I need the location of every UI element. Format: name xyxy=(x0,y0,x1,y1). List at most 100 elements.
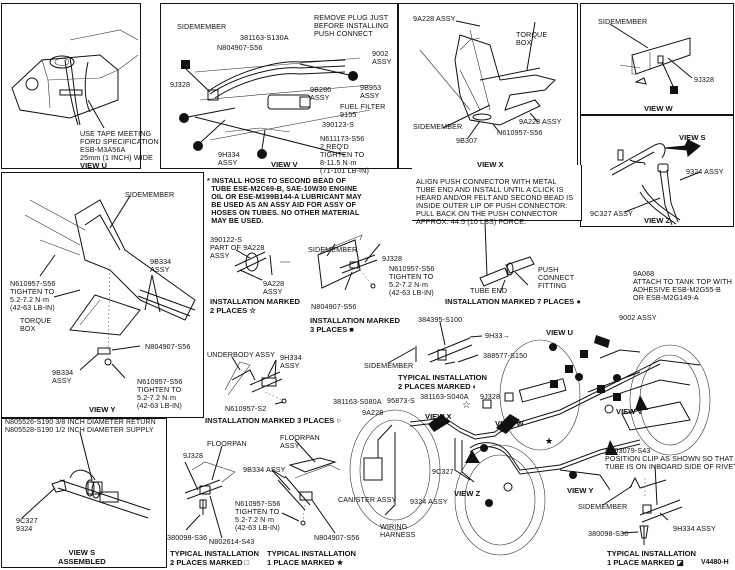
main-9a068-note: 9A068 ATTACH TO TANK TOP WITH ADHESIVE E… xyxy=(633,269,732,302)
floorpan-assy-drawing xyxy=(271,439,341,534)
clamp-384395-label: 384395-S100 xyxy=(418,315,463,324)
floorpan-clip-380098-label: 380098-S36 xyxy=(167,533,208,542)
rivet-9h334-label: 9H334 ASSY xyxy=(673,524,716,533)
main-95873-label: 95873-S xyxy=(387,396,415,405)
clamp-388577-label: 388577-S150 xyxy=(483,351,528,360)
main-9002-label: 9002 ASSY xyxy=(619,313,657,322)
view-x-title: VIEW X xyxy=(477,160,504,169)
star-9b334-label: 9B334 ASSY xyxy=(243,465,286,474)
floorpan-label: FLOORPAN xyxy=(207,439,247,448)
view-v-title: VIEW V xyxy=(271,160,298,169)
view-z-9c327-label: 9C327 ASSY xyxy=(590,209,633,218)
view-v-n611173-label: N611173-S56 2 REQ'D TIGHTEN TO 8-11.5 N·… xyxy=(320,134,369,175)
clamp-sidemember-label: SIDEMEMBER xyxy=(364,361,414,370)
push-connect-note-panel xyxy=(412,165,582,221)
view-v-9b286-label: 9B286 ASSY xyxy=(310,85,332,102)
main-9c327-label: 9C327 xyxy=(432,467,454,476)
bracket-n610957-label: N610957-S56 TIGHTEN TO 5.2-7.2 N·m (42-6… xyxy=(389,264,435,297)
view-v-remove-plug-note: REMOVE PLUG JUST BEFORE INSTALLING PUSH … xyxy=(314,13,389,38)
bracket-sidemember-label: SIDEMEMBER xyxy=(308,245,358,254)
rivet-sidemember-label: SIDEMEMBER xyxy=(578,502,628,511)
main-canister-label: CANISTER ASSY xyxy=(338,495,397,504)
view-s-part-label: 9C327 9324 xyxy=(16,516,38,533)
view-v-part-381163-label: 381163-S130A xyxy=(240,33,289,42)
floorpan-assy-label: FLOORPAN ASSY xyxy=(280,433,320,450)
diagram-id: V4480-H xyxy=(701,559,729,566)
view-y-torque-box-label: TORQUE BOX xyxy=(20,316,52,333)
view-v-fuel-filter-label: FUEL FILTER 9155 xyxy=(340,102,386,119)
installation-marked-3-places-square-caption: INSTALLATION MARKED 3 PLACES ■ xyxy=(310,316,400,334)
underbody-clip-drawing xyxy=(224,356,287,405)
main-view-v-arrow-label: VIEW V xyxy=(616,407,643,416)
main-381163-s040a-label: 381163-S040A xyxy=(420,392,469,401)
view-y-sidemember-label: SIDEMEMBER xyxy=(125,190,175,199)
svg-text:☆: ☆ xyxy=(462,400,471,411)
main-381163-s080a-label: 381163-S080A xyxy=(333,397,382,406)
view-z-title: VIEW Z xyxy=(644,216,671,225)
view-v-390123-label: 390123-S xyxy=(322,120,354,129)
main-wiring-harness-label: WIRING HARNESS xyxy=(380,522,416,539)
fuel-filter-drawing xyxy=(179,57,371,159)
view-y-n610957-bottom-label: N610957-S56 TIGHTEN TO 5.2-7.2 N·m (42-6… xyxy=(137,377,183,410)
rivet-clip-note: N803079-S43 POSITION CLIP AS SHOWN SO TH… xyxy=(605,446,735,471)
main-view-y-arrow-label: VIEW Y xyxy=(567,486,594,495)
push-connect-fitting-drawing xyxy=(479,221,535,294)
main-9324-label: 9324 ASSY xyxy=(410,497,448,506)
floorpan-clip-n802614-label: N802614-S43 xyxy=(209,537,255,546)
view-y-9b334-bottom-label: 9B334 ASSY xyxy=(52,368,74,385)
view-y-9b334-top-label: 9B334 ASSY xyxy=(150,257,172,274)
main-9a228-label: 9A228 xyxy=(362,408,384,417)
clip-9a228-label: 9A228 ASSY xyxy=(263,279,285,296)
view-y-n804907-label: N804907-S56 xyxy=(145,342,191,351)
view-z-panel xyxy=(580,115,734,227)
main-view-z-arrow-label: VIEW Z xyxy=(454,489,481,498)
view-v-sidemember-label: SIDEMEMBER xyxy=(177,22,227,31)
view-x-9a228-bottom-label: 9A228 ASSY xyxy=(519,117,562,126)
view-z-9324-label: 9324 ASSY xyxy=(686,167,724,176)
torque-box-drawing xyxy=(419,20,556,139)
installation-marked-2-places-open-star-caption: INSTALLATION MARKED 2 PLACES ☆ xyxy=(210,297,300,315)
star-n610957-label: N610957-S56 TIGHTEN TO 5.2-7.2 N·m (42-6… xyxy=(235,499,281,532)
underbody-9h334-label: 9H334 ASSY xyxy=(280,353,302,370)
clip-390122-drawing xyxy=(234,249,290,281)
view-s-connector-drawing xyxy=(21,431,151,519)
view-w-panel xyxy=(580,3,734,115)
main-vehicle-underbody-drawing: ☆ ★ xyxy=(349,335,711,556)
view-w-title: VIEW W xyxy=(644,104,673,113)
typical-installation-2-places-half-circle-caption: TYPICAL INSTALLATION 2 PLACES MARKED ◐ xyxy=(398,373,488,391)
main-9j328-label: 9J328 xyxy=(480,392,501,401)
main-view-u-arrow-label: VIEW U xyxy=(546,328,574,337)
clamp-9h33-label: 9H33→ xyxy=(485,331,510,340)
view-y-frame-drawing xyxy=(24,195,196,379)
fuel-tank-top-drawing xyxy=(11,29,139,129)
view-y-n610957-top-label: N610957-S56 TIGHTEN TO 5.2-7.2 N·m (42-6… xyxy=(10,279,56,312)
rivet-clip-drawing xyxy=(602,464,683,545)
view-v-9002-label: 9002 ASSY xyxy=(372,49,392,66)
view-x-n610957-label: N610957-S56 xyxy=(497,128,543,137)
view-x-9b307-label: 9B307 xyxy=(456,136,478,145)
view-y-title: VIEW Y xyxy=(89,405,116,414)
underbody-n610957-label: N610957-S2 xyxy=(225,404,267,413)
push-connect-note: ALIGN PUSH CONNECTOR WITH METAL TUBE END… xyxy=(416,177,574,226)
bracket-n804907-label: N804907-S56 xyxy=(311,302,357,311)
view-v-part-n804907-label: N804907-S56 xyxy=(217,43,263,52)
hose-install-note: * INSTALL HOSE TO SECOND BEAD OF TUBE ES… xyxy=(207,176,362,225)
view-z-view-s-arrow-label: VIEW S xyxy=(679,133,706,142)
clip-390122-label: 390122-S PART OF 9A228 ASSY xyxy=(210,235,265,260)
push-connect-fitting-label: PUSH CONNECT FITTING xyxy=(538,265,575,290)
star-n804907-label: N804907-S56 xyxy=(314,533,360,542)
bracket-detail-drawing xyxy=(317,234,381,291)
underbody-assy-label: UNDERBODY ASSY xyxy=(207,350,275,359)
view-s-assembled-panel xyxy=(1,418,167,568)
installation-marked-3-places-circle-caption: INSTALLATION MARKED 3 PLACES ○ xyxy=(205,416,341,425)
view-x-torque-box-label: TORQUE BOX xyxy=(516,30,548,47)
typical-installation-2-places-open-square-caption: TYPICAL INSTALLATION 2 PLACES MARKED □ xyxy=(170,549,260,567)
view-u-title: VIEW U xyxy=(80,161,108,170)
view-s-assembled-title: VIEW S ASSEMBLED xyxy=(58,548,106,566)
installation-marked-7-places-caption: INSTALLATION MARKED 7 PLACES ● xyxy=(445,297,581,306)
typical-installation-1-place-half-square-caption: TYPICAL INSTALLATION 1 PLACE MARKED ◪ xyxy=(607,549,697,567)
view-w-9j328-label: 9J328 xyxy=(694,75,715,84)
view-v-9h334-label: 9H334 ASSY xyxy=(218,150,240,167)
rivet-380098-label: 380098-S36 xyxy=(588,529,629,538)
